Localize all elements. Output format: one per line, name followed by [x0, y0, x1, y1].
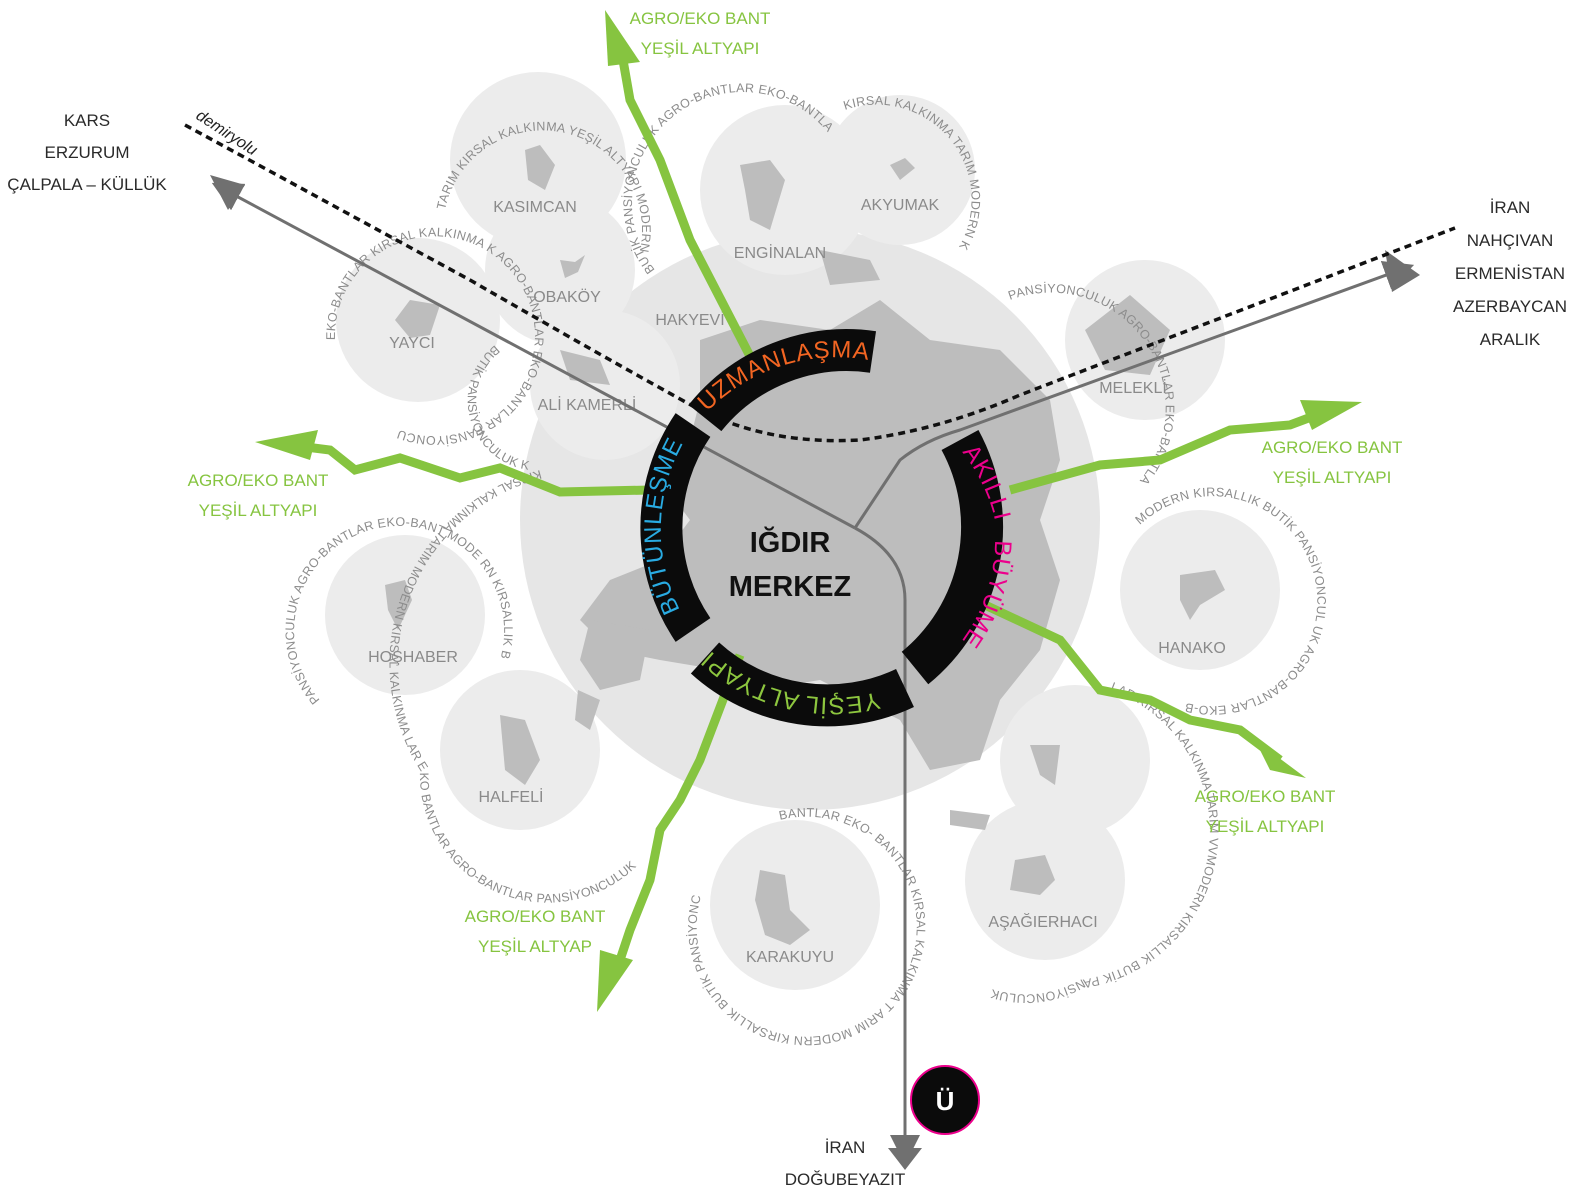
green-band-labels: AGRO/EKO BANT YEŞİL ALTYAPI AGRO/EKO BAN…: [188, 9, 1403, 956]
green-band-north: [618, 59, 756, 363]
green-label-north-1: AGRO/EKO BANT: [630, 9, 771, 28]
village-name-ali-kamerli: ALİ KAMERLİ: [538, 395, 637, 414]
green-label-east-2: YEŞİL ALTYAPI: [1273, 468, 1392, 487]
destination-labels: KARS ERZURUM ÇALPALA – KÜLLÜK İRAN NAHÇI…: [7, 111, 1567, 1189]
road-arrowheads: [210, 175, 1420, 1170]
village-name-akyumak: AKYUMAK: [861, 197, 940, 214]
road-south: [854, 526, 920, 1165]
dest-east-5: ARALIK: [1480, 330, 1541, 349]
dest-east-3: ERMENİSTAN: [1455, 264, 1565, 283]
village-name-hanako: HANAKO: [1158, 640, 1226, 657]
green-label-west-1: AGRO/EKO BANT: [188, 471, 329, 490]
u-badge-letter: Ü: [936, 1086, 955, 1116]
roads: [211, 182, 1415, 1165]
village-name-obakoy: OBAKÖY: [533, 288, 601, 306]
dest-east-4: AZERBAYCAN: [1453, 297, 1567, 316]
village-name-karakuyu: KARAKUYU: [746, 949, 834, 966]
green-label-southeast-1: AGRO/EKO BANT: [1195, 787, 1336, 806]
u-badge: Ü: [910, 1065, 980, 1135]
green-label-north-2: YEŞİL ALTYAPI: [641, 39, 760, 58]
village-name-yayci: YAYCI: [389, 335, 435, 352]
green-bands: [289, 59, 1332, 977]
green-band-southwest: [610, 653, 745, 977]
dest-nw-2: ERZURUM: [45, 143, 130, 162]
green-label-southwest-2: YEŞİL ALTYAP: [478, 937, 592, 956]
svg-text:demiryolu: demiryolu: [193, 107, 260, 159]
railway-line: [184, 123, 1456, 443]
village-name-hoshaber: HOŞHABER: [368, 649, 458, 666]
dest-south-2: DOĞUBEYAZIT: [785, 1170, 906, 1189]
green-label-east-1: AGRO/EKO BANT: [1262, 438, 1403, 457]
village-name-enginalan: ENGİNALAN: [734, 243, 826, 262]
ring-segment-akilli-buyume: [901, 429, 1004, 685]
dest-nw-1: KARS: [64, 111, 110, 130]
strategy-ring: [640, 329, 1004, 727]
village-blobs: [385, 145, 1225, 945]
center-label-line2: MERKEZ: [729, 571, 851, 603]
green-label-southwest-1: AGRO/EKO BANT: [465, 907, 606, 926]
ring-segment-butunlesme: [640, 413, 711, 642]
railway-label: demiryolu: [193, 107, 260, 159]
village-name-halfeli: HALFELİ: [479, 787, 544, 806]
green-band-east: [1008, 405, 1332, 495]
dest-east-1: İRAN: [1490, 198, 1531, 217]
green-band-southeast: [983, 600, 1283, 764]
road-east: [853, 261, 1415, 529]
village-name-melekli: MELEKLİ: [1099, 378, 1167, 397]
village-labels: KASIMCAN OBAKÖY YAYCI ALİ KAMERLİ ENGİNA…: [368, 197, 1226, 966]
green-label-west-2: YEŞİL ALTYAPI: [199, 501, 318, 520]
ring-segment-uzmanlasma: [688, 329, 877, 432]
village-name-asagierhaci: AŞAĞIERHACI: [988, 912, 1097, 931]
green-arrowheads: [255, 10, 1362, 1012]
village-name-kasimcan: KASIMCAN: [493, 199, 577, 216]
green-label-southeast-2: YEŞİL ALTYAPI: [1206, 817, 1325, 836]
center-label-line1: IĞDIR: [750, 525, 831, 559]
ring-segment-yesil-altyapi: [690, 642, 914, 727]
village-name-hakyevi: HAKYEVİ: [655, 310, 724, 329]
dest-east-2: NAHÇIVAN: [1467, 231, 1554, 250]
dest-nw-3: ÇALPALA – KÜLLÜK: [7, 175, 167, 194]
green-band-west: [289, 440, 651, 497]
dest-south-1: İRAN: [825, 1138, 866, 1157]
road-northwest: [211, 182, 856, 530]
